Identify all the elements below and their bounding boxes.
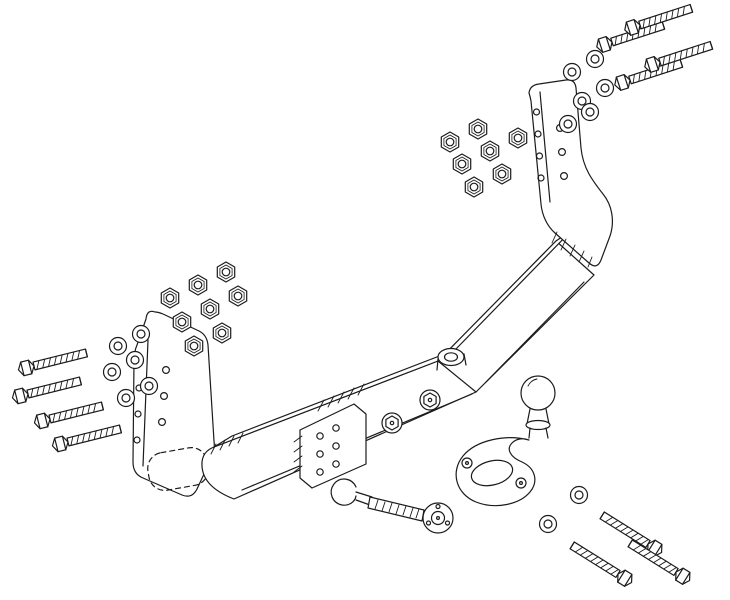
weld-hatch-right [551, 231, 593, 268]
hex-bolt [10, 373, 83, 406]
flange-holes [532, 108, 545, 182]
flange-fold-line [539, 91, 551, 203]
hex-nut [216, 261, 236, 283]
crossmember-beam [147, 229, 595, 500]
bracket-holes [316, 424, 340, 476]
flange-fold-line [142, 339, 149, 467]
flat-washer [580, 102, 600, 122]
flat-washer [585, 49, 605, 69]
hex-bolt [50, 421, 123, 454]
hex-bolt [32, 398, 105, 431]
hook-bolt [330, 478, 425, 522]
face-holes [158, 366, 171, 427]
hex-nut [492, 163, 512, 185]
hex-nut [228, 285, 248, 307]
hex-bolt [597, 508, 666, 560]
flat-washer [125, 350, 145, 370]
hex-nut [200, 298, 220, 320]
flat-washer [538, 514, 558, 534]
hex-nut [440, 131, 460, 153]
beam-bolt-and-washer [381, 412, 403, 434]
flat-washer [116, 388, 136, 408]
swan-neck-bracket [455, 437, 536, 507]
fastener-group-bottom-right [538, 485, 694, 590]
beam-bolt-and-washer [419, 389, 441, 411]
hook-and-socket-plate [330, 478, 454, 534]
weld-hatch-center [317, 383, 365, 412]
hex-nut [172, 311, 192, 333]
hex-nut [464, 176, 484, 198]
flat-washer [139, 376, 159, 396]
left-side-plate [132, 310, 215, 497]
flat-washer [558, 114, 578, 134]
hex-nut [468, 118, 488, 140]
weld-hatch-left [210, 432, 244, 455]
flat-washer [102, 362, 122, 382]
flat-washer [569, 485, 589, 505]
flat-washer [108, 336, 128, 356]
hex-nut [212, 322, 232, 344]
flat-washer [131, 324, 151, 344]
towball-assembly [455, 375, 556, 507]
hex-nut [188, 274, 208, 296]
hex-bolt [16, 345, 89, 378]
hex-nut [480, 140, 500, 162]
hex-nut [160, 287, 180, 309]
receiver-tube-stub [436, 347, 467, 371]
hex-nut [184, 335, 204, 357]
hex-bolt [567, 538, 636, 590]
hex-nut [508, 127, 528, 149]
hex-nut [452, 153, 472, 175]
flat-washer [562, 62, 582, 82]
right-side-plate [528, 79, 613, 268]
center-bracket [293, 403, 367, 489]
flat-washer [595, 78, 615, 98]
socket-plate-disc [422, 502, 454, 534]
tow-ball [520, 375, 556, 439]
edge-hatch [293, 435, 303, 473]
